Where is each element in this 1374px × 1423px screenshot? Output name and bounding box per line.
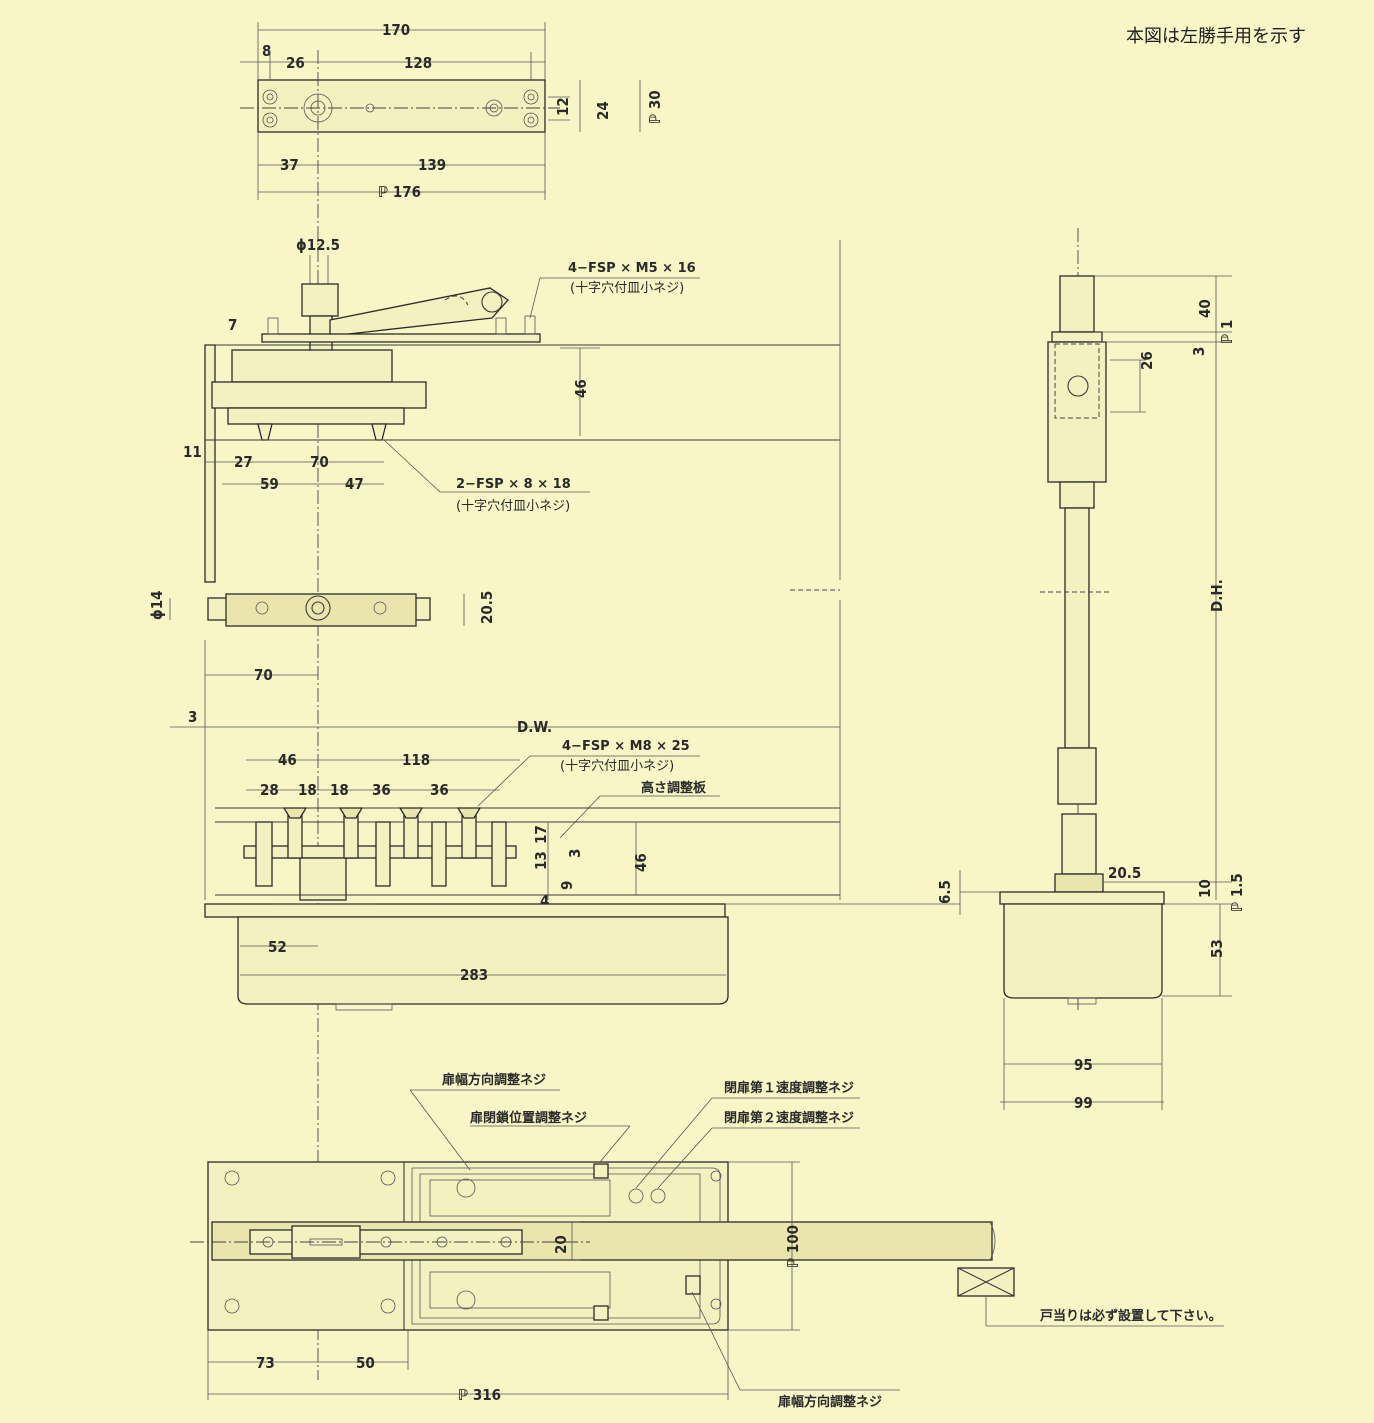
door-width-dim: 3 D.W.	[170, 600, 841, 900]
dim-17: 17	[532, 825, 550, 844]
screw-mid-type: (十字穴付皿小ネジ)	[456, 499, 570, 514]
dim-24: 24	[594, 101, 612, 120]
side-elevation-view: 40 ℙ 1 3 26 D.H. 20.5 10 ℙ 1.5 6.5 53 95…	[936, 228, 1246, 1112]
dim-12: 12	[554, 97, 572, 116]
label-speed-2: 閉扉第２速度調整ネジ	[724, 1110, 854, 1126]
screw-top-type: (十字穴付皿小ネジ)	[570, 281, 684, 296]
dim-316: ℙ 316	[458, 1386, 501, 1404]
dim-26: 26	[286, 54, 305, 72]
dim-1: ℙ 1	[1218, 320, 1236, 344]
top-plate-view: 170 8 26 128 12 24 ℙ 30 37 139 ℙ 176	[240, 21, 664, 1380]
dim-40: 40	[1196, 299, 1214, 318]
dim-36-a: 36	[372, 781, 391, 799]
dim-283: 283	[460, 966, 488, 984]
dim-28: 28	[260, 781, 279, 799]
dim-36-b: 36	[430, 781, 449, 799]
dim-99: 99	[1074, 1094, 1093, 1112]
dim-47: 47	[345, 475, 364, 493]
door-stop-note: 戸当りは必ず設置して下さい。	[1040, 1308, 1222, 1324]
dim-73: 73	[256, 1354, 275, 1372]
dim-phi12-5: ϕ12.5	[296, 236, 340, 254]
top-arm-view: ϕ12.5 4−FSP × M5 × 16 (十字穴付皿小ネジ) 7 46 11…	[183, 236, 841, 583]
shim-label: 高さ調整板	[641, 780, 707, 796]
label-latch-adjust: 扉閉鎖位置調整ネジ	[470, 1110, 587, 1126]
dim-59: 59	[260, 475, 279, 493]
dim-70-pivot: 70	[254, 666, 273, 684]
dim-9: 9	[558, 881, 576, 890]
pivot-bracket-view: ϕ14 20.5 70	[148, 589, 840, 684]
dim-4: 4	[540, 892, 549, 910]
dim-1-5: ℙ 1.5	[1228, 873, 1246, 912]
dim-70-arm: 70	[310, 453, 329, 471]
screw-top-spec: 4−FSP × M5 × 16	[568, 261, 696, 276]
dim-phi14: ϕ14	[148, 590, 166, 620]
dim-176: ℙ 176	[378, 183, 421, 201]
dim-6-5: 6.5	[936, 880, 954, 904]
dim-37: 37	[280, 156, 299, 174]
dim-27: 27	[234, 453, 253, 471]
dim-10: 10	[1196, 879, 1214, 898]
dim-door-height: D.H.	[1208, 579, 1226, 612]
label-width-adjust-top: 扉幅方向調整ネジ	[442, 1072, 546, 1088]
dim-20-5-pivot: 20.5	[478, 591, 496, 624]
dim-46-top: 46	[572, 379, 590, 398]
dim-3-door: 3	[188, 708, 197, 726]
dim-3-side: 3	[1190, 347, 1208, 356]
dim-118: 118	[402, 751, 430, 769]
dim-139: 139	[418, 156, 446, 174]
dim-53: 53	[1208, 939, 1226, 958]
dim-52: 52	[268, 938, 287, 956]
dim-18-b: 18	[330, 781, 349, 799]
screw-mid-spec: 2−FSP × 8 × 18	[456, 477, 571, 492]
label-speed-1: 閉扉第１速度調整ネジ	[724, 1080, 854, 1096]
drawing-note-left-hand: 本図は左勝手用を示す	[1126, 26, 1306, 47]
dim-46-bracket-height: 46	[632, 853, 650, 872]
top-plate	[257, 79, 546, 133]
dim-170: 170	[382, 21, 410, 39]
dim-46-bracket: 46	[278, 751, 297, 769]
dim-18-a: 18	[298, 781, 317, 799]
dim-7: 7	[228, 316, 237, 334]
dim-20-5-side: 20.5	[1108, 864, 1141, 882]
dim-128: 128	[404, 54, 432, 72]
closer-front-view: 52 283	[204, 903, 960, 1011]
label-width-adjust-bottom: 扉幅方向調整ネジ	[778, 1394, 882, 1410]
dim-13: 13	[532, 851, 550, 870]
dim-20-plan: 20	[552, 1235, 570, 1254]
screw-bottom-type: (十字穴付皿小ネジ)	[560, 759, 674, 774]
dim-11: 11	[183, 443, 202, 461]
dim-26-side: 26	[1138, 351, 1156, 370]
dim-8: 8	[262, 42, 271, 60]
closer-plan-view: 扉幅方向調整ネジ 扉閉鎖位置調整ネジ 閉扉第１速度調整ネジ 閉扉第２速度調整ネジ…	[190, 1072, 1224, 1410]
dim-100: ℙ 100	[784, 1225, 802, 1268]
dim-door-width: D.W.	[517, 718, 552, 736]
dim-95: 95	[1074, 1056, 1093, 1074]
dim-3-bracket: 3	[566, 849, 584, 858]
dim-50: 50	[356, 1354, 375, 1372]
screw-bottom-spec: 4−FSP × M8 × 25	[562, 739, 690, 754]
dim-30: ℙ 30	[646, 90, 664, 124]
bottom-bracket-view: 4−FSP × M8 × 25 (十字穴付皿小ネジ) 高さ調整板 46 118 …	[215, 739, 840, 910]
